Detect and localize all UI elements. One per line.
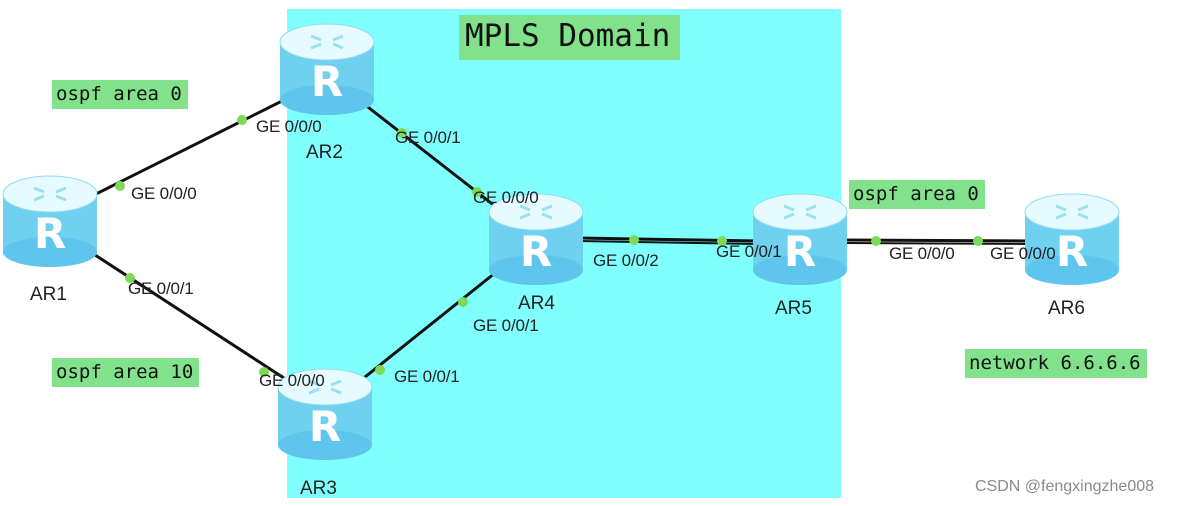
port-label-ar5-ge001: GE 0/0/1 [716,242,782,261]
router-ar1-icon: R [2,175,98,267]
port-dot-ar3-ge000 [259,367,269,377]
router-icon[interactable]: R [750,190,850,290]
watermark: CSDN @fengxingzhe008 [975,478,1155,495]
port-dot-ar4-ge001 [458,297,468,307]
port-label-ar4-ge000: GE 0/0/0 [473,188,539,207]
router-ar3-name: AR3 [300,478,337,499]
router-ar6-name: AR6 [1048,298,1085,319]
router-ar5-name: AR5 [775,298,812,319]
network-label: network 6.6.6.6 [965,349,1147,378]
router-icon[interactable]: R [1022,190,1122,290]
router-ar2-name: AR2 [306,142,343,163]
port-label-ar2-ge000: GE 0/0/0 [256,117,322,136]
port-dot-ar5-ge000 [871,236,881,246]
router-ar3-icon: R [277,368,373,460]
port-dot-ar2-ge001 [397,128,407,138]
router-ar2-icon: R [279,23,375,115]
router-ar6-icon: R [1024,193,1120,285]
router-icon[interactable]: R [275,365,375,465]
port-dot-ar6-ge000 [973,236,983,246]
router-glyph: R [520,227,552,276]
router-ar4-icon: R [488,193,584,285]
port-label-ar5-ge000: GE 0/0/0 [889,244,955,263]
port-label-ar4-ge002: GE 0/0/2 [593,251,659,270]
router-ar4-name: AR4 [518,293,555,314]
ospf-area-0-label-right: ospf area 0 [849,180,985,209]
port-dot-ar1-ge001 [125,273,135,283]
port-dot-ar4-ge002 [629,235,639,245]
port-label-ar6-ge000: GE 0/0/0 [990,244,1056,263]
router-icon[interactable]: R [486,190,586,290]
port-label-ar3-ge001: GE 0/0/1 [394,367,460,386]
ospf-area-0-label-left: ospf area 0 [52,80,188,109]
router-ar5-icon: R [752,193,848,285]
router-icon[interactable]: R [0,172,100,272]
port-label-ar1-ge000: GE 0/0/0 [131,184,197,203]
router-glyph: R [784,227,816,276]
router-glyph: R [1056,227,1088,276]
link-ar4-ar5 [577,236,761,243]
link-ar4-ar5-shadow [577,240,761,245]
port-label-ar1-ge001: GE 0/0/1 [128,279,194,298]
router-icon[interactable]: R [277,20,377,120]
mpls-domain-title: MPLS Domain [459,15,681,60]
port-label-ar4-ge001: GE 0/0/1 [473,316,539,335]
port-label-ar3-ge000: GE 0/0/0 [259,371,325,390]
port-dot-ar5-ge001 [717,236,727,246]
port-dot-ar1-ge000 [115,181,125,191]
link-ar1-ar2 [91,95,291,198]
router-glyph: R [34,209,66,258]
router-glyph: R [311,57,343,106]
router-glyph: R [309,402,341,451]
port-dot-ar3-ge001 [375,365,385,375]
port-dot-ar4-ge000 [472,187,482,197]
ospf-area-10-label: ospf area 10 [52,358,200,387]
link-ar1-ar3 [91,251,291,384]
router-ar1-name: AR1 [30,284,67,305]
port-dot-ar2-ge000 [237,115,247,125]
port-label-ar2-ge001: GE 0/0/1 [395,128,461,147]
